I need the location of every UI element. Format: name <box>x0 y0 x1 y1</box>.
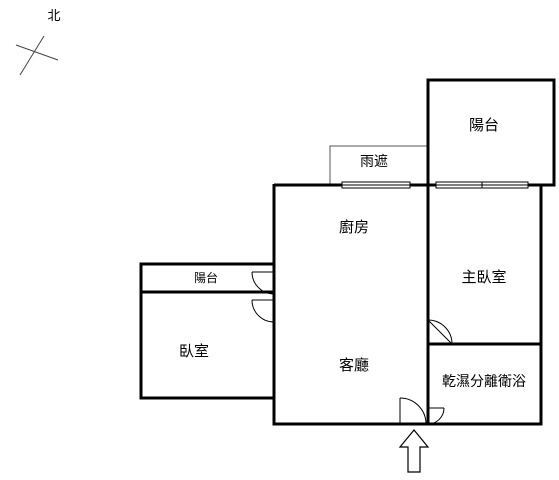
compass-needle <box>19 35 45 76</box>
north-label: 北 <box>47 9 60 24</box>
balcony-small-label: 陽台 <box>194 270 218 285</box>
kitchen-label: 廚房 <box>339 218 369 236</box>
door-master-bedroom <box>427 319 453 345</box>
bathroom-label: 乾濕分離衛浴 <box>442 373 526 390</box>
rain-shelter-label: 雨遮 <box>360 154 388 170</box>
balcony-main-label: 陽台 <box>469 116 499 134</box>
rain-shelter: 雨遮 <box>329 145 428 184</box>
main-block-wall <box>272 184 430 426</box>
compass-cross <box>15 44 59 61</box>
entrance-arrow-icon <box>398 429 430 473</box>
master-bedroom-label: 主臥室 <box>461 268 506 286</box>
bedroom-wall <box>139 262 274 400</box>
living-room-label: 客廳 <box>339 356 369 374</box>
compass: 北 <box>15 9 61 76</box>
windows <box>341 181 529 189</box>
bedroom-label: 臥室 <box>179 342 209 360</box>
doors <box>251 271 453 425</box>
